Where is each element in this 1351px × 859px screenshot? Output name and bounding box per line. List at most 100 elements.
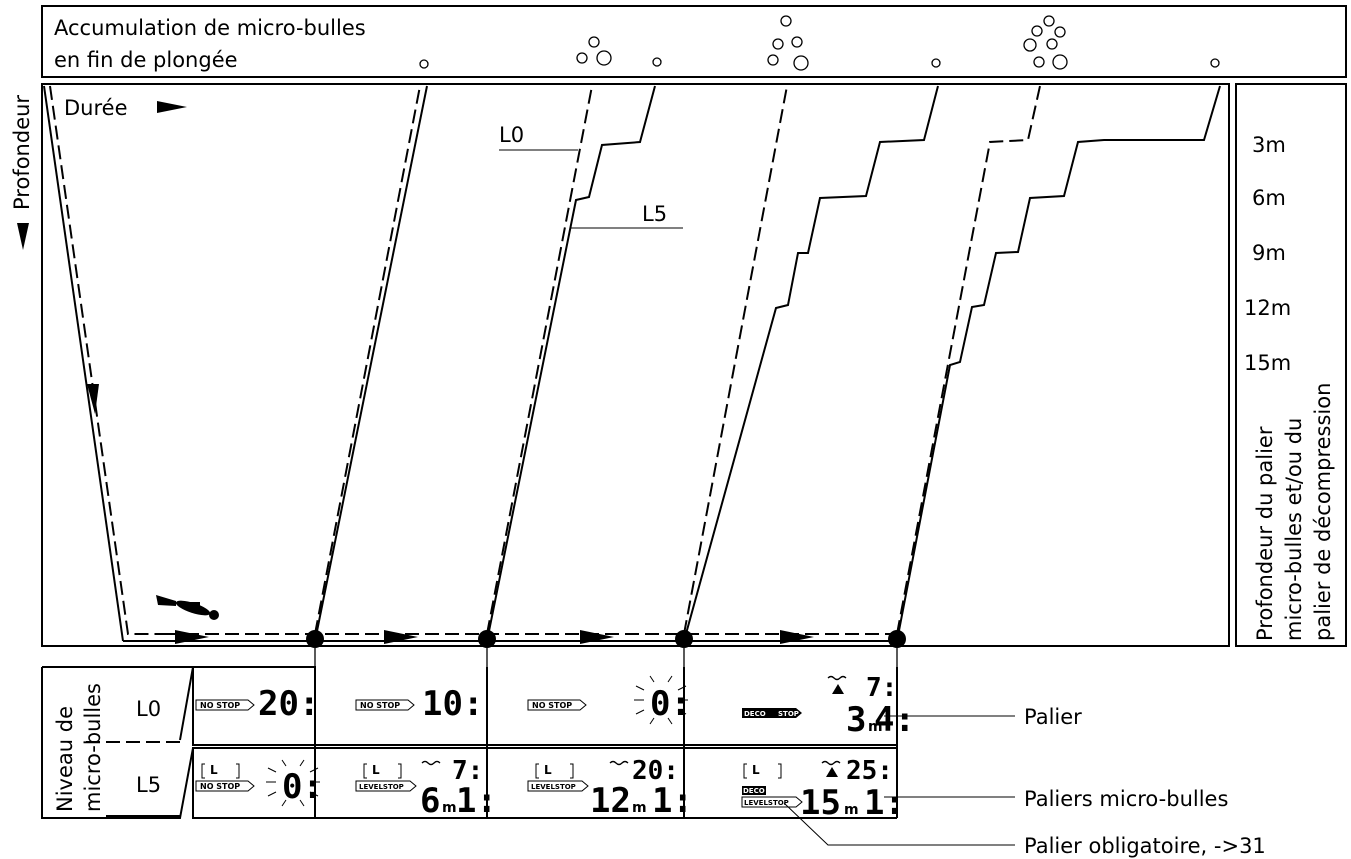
display-depth: 12: [590, 781, 631, 821]
display-asc-time: 7:: [452, 756, 483, 786]
bubble: [791, 36, 803, 48]
bottom-arrow-icon: [780, 630, 814, 644]
display-2-top: NO STOP 10:: [355, 684, 483, 724]
depth-tick-15m: 15m: [1244, 351, 1291, 375]
ascent3-l5-line: [683, 85, 939, 642]
depth-label: Profondeur: [10, 95, 34, 210]
display-3-top: NO STOP 0:: [527, 675, 691, 725]
bubble: [767, 54, 779, 66]
display-depth: 6: [420, 781, 440, 821]
bubble: [1052, 54, 1068, 70]
bubble: [1054, 26, 1066, 38]
display-tag1: DECO: [744, 710, 766, 718]
callout-palier-obligatoire-line: [783, 802, 1015, 846]
event-dot: [675, 630, 693, 648]
display-tag: LEVELSTOP: [531, 783, 576, 791]
bubble: [931, 58, 941, 68]
bottom-arrow-icon: [175, 630, 209, 644]
level-l0-label: L0: [136, 697, 161, 721]
depth-tick-6m: 6m: [1252, 186, 1286, 210]
ascent1-l0-line: [314, 85, 421, 635]
ascent-arrow-icon: [609, 760, 629, 766]
bubble: [588, 36, 600, 48]
display-asc-time: 20:: [632, 756, 679, 786]
display-asc-time: 25:: [846, 756, 893, 786]
display-time: 1:: [652, 781, 693, 821]
header-line2: en fin de plongée: [54, 48, 238, 72]
level-title-line2: micro-bulles: [81, 683, 105, 812]
depth-caption-line1: Profondeur du palier: [1253, 426, 1277, 641]
bubble: [793, 55, 809, 71]
l0-callout-label: L0: [499, 123, 524, 147]
ascent3-l0-line: [683, 85, 788, 635]
display-unit: m: [632, 800, 647, 816]
bubbles: [419, 15, 1220, 71]
event-dot: [306, 630, 324, 648]
depth-tick-12m: 12m: [1244, 296, 1291, 320]
l5-callout-label: L5: [642, 202, 667, 226]
bubble: [1033, 56, 1045, 68]
display-time: 4:: [874, 700, 915, 740]
bubble: [596, 50, 612, 66]
depth-caption-line2: micro-bulles et/ou du: [1282, 418, 1306, 641]
display-depth: 3: [846, 700, 866, 740]
descent-l5-line: [43, 85, 124, 642]
bubble: [576, 52, 588, 64]
plot-box: [41, 83, 1230, 647]
bubble: [780, 15, 792, 27]
display-tag: NO STOP: [532, 701, 572, 710]
display-tag: NO STOP: [200, 782, 240, 791]
event-dots: [306, 630, 906, 648]
display-level-indicator: L: [752, 763, 760, 777]
depth-arrow-icon: [17, 223, 29, 250]
bubble: [1046, 38, 1058, 50]
level-title-line1: Niveau de: [53, 706, 77, 812]
header-line1: Accumulation de micro-bulles: [54, 16, 366, 40]
display-value: 0:: [282, 767, 323, 807]
ascent4-l0-line: [896, 85, 1041, 635]
ascent1-l5-line: [314, 85, 428, 642]
display-2-bottom: L 7: LEVELSTOP 6 m 1:: [355, 756, 497, 821]
display-unit: m: [844, 802, 859, 818]
bubble: [652, 57, 662, 67]
display-unit: m: [868, 719, 883, 735]
bottom-arrows: [175, 630, 814, 644]
display-value: 10:: [422, 684, 483, 724]
display-level-indicator: L: [210, 763, 218, 777]
event-dot: [478, 630, 496, 648]
display-value: 20:: [258, 684, 319, 724]
depth-scale-box: [1235, 83, 1347, 647]
event-dot: [888, 630, 906, 648]
bubble: [1043, 15, 1055, 27]
ascent-arrow-icon: [421, 760, 441, 766]
bubble: [419, 59, 429, 69]
display-depth: 15: [800, 783, 841, 823]
display-tag1: DECO: [743, 787, 765, 795]
ascent4-l5-line: [896, 85, 1221, 642]
display-tag2: LEVELSTOP: [744, 799, 789, 807]
display-3-bottom: L 20: LEVELSTOP 12 m 1:: [527, 756, 693, 821]
descent-l0-line: [49, 85, 165, 635]
duration-arrow-icon: [157, 101, 187, 113]
callout-paliers-micro: Paliers micro-bulles: [1024, 787, 1228, 811]
callout-palier-obligatoire: Palier obligatoire, ->31: [1024, 834, 1266, 858]
bubble: [1210, 58, 1220, 68]
ascent-arrow-icon: [821, 760, 841, 766]
bottom-arrow-icon: [580, 630, 614, 644]
display-1-bottom: L NO STOP 0:: [192, 747, 323, 819]
display-tag: LEVELSTOP: [359, 783, 404, 791]
diver-icon: [156, 595, 219, 620]
display-4-bottom: L 25: DECO LEVELSTOP 15 m 1:: [741, 756, 905, 823]
level-l5-label: L5: [136, 773, 161, 797]
display-level-indicator: L: [544, 763, 552, 777]
depth-caption-line3: palier de décompression: [1311, 383, 1335, 641]
display-time: 1:: [864, 783, 905, 823]
descent-arrow-icon: [87, 384, 99, 414]
display-tag2: STOP: [778, 710, 799, 718]
bubble: [1031, 25, 1043, 37]
callout-palier: Palier: [1024, 705, 1082, 729]
bubble: [772, 38, 784, 50]
level-panel: Niveau de micro-bulles L0 L5: [41, 666, 195, 819]
ascent-arrow-icon: [827, 675, 847, 681]
display-tag: NO STOP: [360, 701, 400, 710]
